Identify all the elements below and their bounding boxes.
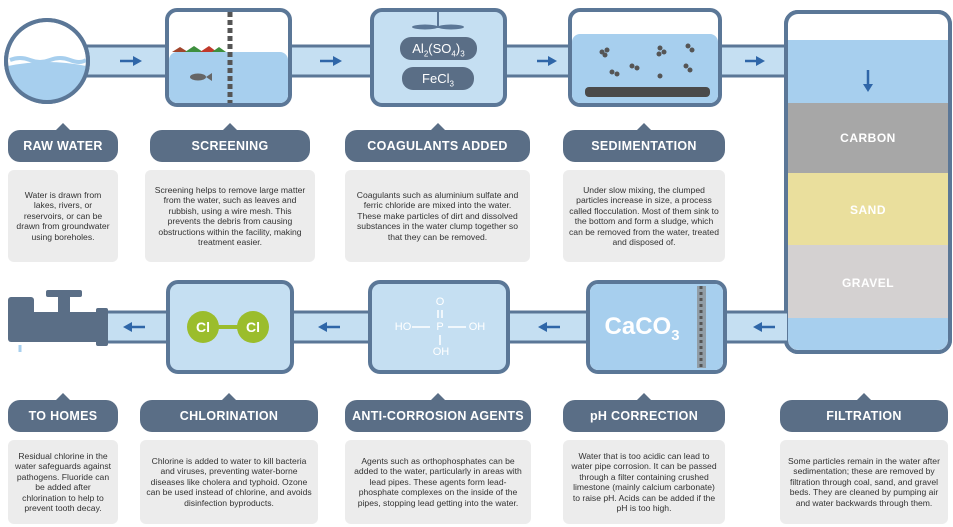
aluminium-sulfate-pill: [400, 37, 477, 60]
gravel-layer-label: GRAVEL: [841, 276, 895, 290]
ferric-chloride-formula: FeCl3: [422, 71, 454, 89]
chlorination-tank: [166, 280, 294, 374]
raw-water-description: Water is drawn from lakes, rivers, or re…: [8, 170, 118, 262]
chlorine-left-symbol: Cl: [196, 319, 210, 335]
filtration-tower: [784, 10, 952, 354]
gravel-layer: [788, 245, 948, 318]
raw-water-label: RAW WATER: [8, 123, 118, 162]
ferric-chloride-pill: [402, 67, 474, 90]
anti-corrosion-label: ANTI-CORROSION AGENTS: [345, 393, 531, 432]
phosphate-oh-bottom: OH: [432, 346, 450, 358]
chlorination-description: Chlorine is added to water to kill bacte…: [140, 440, 318, 524]
sedimentation-label: SEDIMENTATION: [563, 123, 725, 162]
phosphate-oh: OH: [468, 321, 486, 333]
chlorine-atom-right: [237, 311, 269, 343]
tap-icon: [8, 290, 108, 352]
screening-label: SCREENING: [150, 123, 310, 162]
chlorine-right-symbol: Cl: [246, 319, 260, 335]
phosphate-o-top: O: [435, 296, 445, 308]
to-homes-description: Residual chlorine in the water safeguard…: [8, 440, 118, 524]
phosphate-p: P: [436, 321, 444, 333]
aluminium-sulfate-formula: Al2(SO4)3: [412, 41, 465, 59]
sedimentation-description: Under slow mixing, the clumped particles…: [563, 170, 725, 262]
chlorine-atom-left: [187, 311, 219, 343]
filtration-label: FILTRATION: [780, 393, 948, 432]
screening-description: Screening helps to remove large matter f…: [145, 170, 315, 262]
coagulants-description: Coagulants such as aluminium sulfate and…: [345, 170, 530, 262]
screening-tank: [165, 8, 292, 107]
carbon-layer-label: CARBON: [840, 131, 896, 145]
anti-corrosion-tank: [368, 280, 510, 374]
to-homes-label: TO HOMES: [8, 393, 118, 432]
sand-layer: [788, 173, 948, 245]
raw-water-reservoir: [4, 18, 90, 104]
flow-arrows: [120, 56, 775, 332]
phosphate-ho: HO: [394, 321, 412, 333]
ph-correction-description: Water that is too acidic can lead to wat…: [563, 440, 725, 524]
coagulants-label: COAGULANTS ADDED: [345, 123, 530, 162]
sedimentation-tank: [568, 8, 722, 107]
ph-correction-tank: [586, 280, 727, 374]
coagulant-tank: [370, 8, 507, 107]
sand-layer-label: SAND: [849, 203, 886, 217]
calcium-carbonate-formula: CaCO3: [604, 313, 680, 344]
fish-icon: [190, 73, 206, 81]
ph-correction-label: pH CORRECTION: [563, 393, 725, 432]
filtration-description: Some particles remain in the water after…: [780, 440, 948, 524]
carbon-layer: [788, 103, 948, 173]
anti-corrosion-description: Agents such as orthophosphates can be ad…: [345, 440, 531, 524]
chlorination-label: CHLORINATION: [140, 393, 318, 432]
